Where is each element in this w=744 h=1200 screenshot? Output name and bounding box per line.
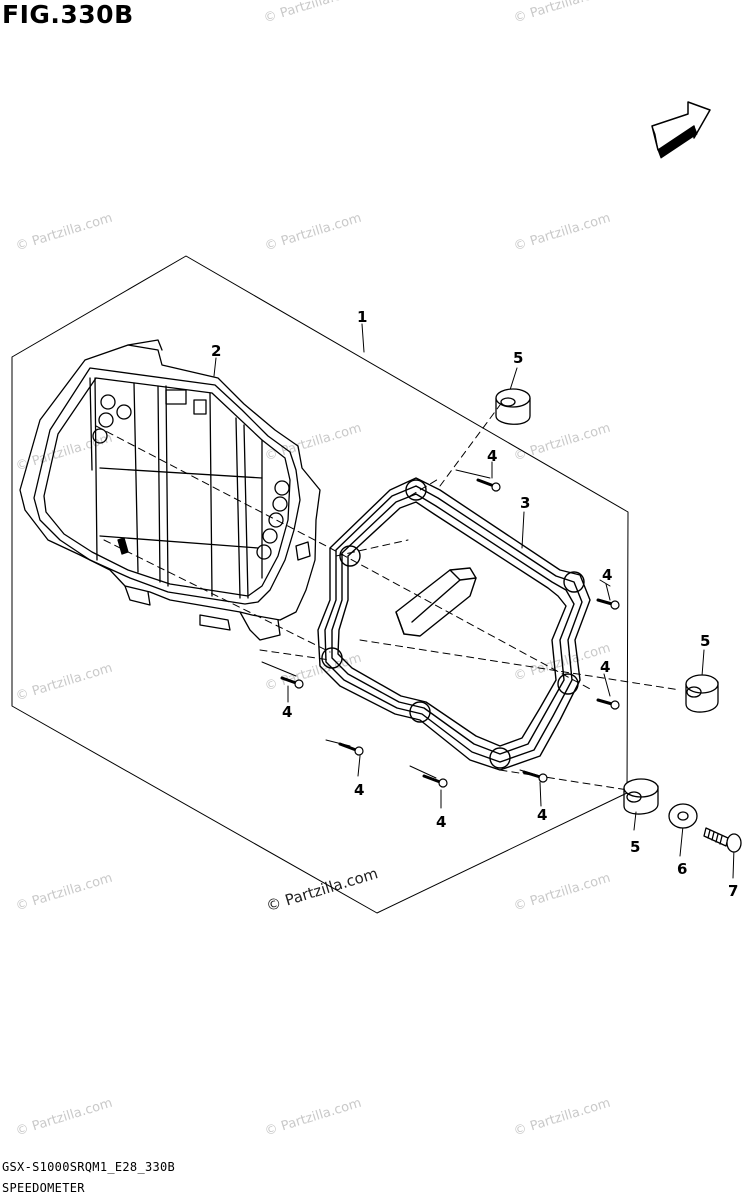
screw-icon (422, 774, 448, 788)
callout-label: 7 (728, 882, 738, 900)
screw-icon (703, 827, 742, 853)
callout-label: 4 (282, 703, 292, 721)
callout-label: 5 (630, 838, 640, 856)
screw-icon (338, 742, 364, 756)
reference-code: GSX-S1000SRQM1_E28_330B (2, 1160, 176, 1174)
washer-icon (668, 803, 698, 829)
screw-icon (280, 676, 304, 689)
fwd-arrow-icon (651, 101, 711, 159)
callout-label: 1 (357, 308, 367, 326)
meter-case (19, 339, 321, 641)
callout-label: 4 (487, 447, 497, 465)
callout-label: 6 (677, 860, 687, 878)
meter-cover (317, 477, 591, 771)
callout-label: 5 (513, 349, 523, 367)
cushion-icon (685, 674, 719, 713)
leader-lines (213, 323, 735, 879)
callout-label: 5 (700, 632, 710, 650)
screw-icon (596, 698, 620, 710)
callout-label: 3 (520, 494, 530, 512)
cushion-icon (495, 388, 531, 425)
callout-label: 4 (602, 566, 612, 584)
figure-title: FIG.330B (2, 0, 134, 29)
callout-label: 4 (537, 806, 547, 824)
screw-icon (522, 770, 548, 783)
cushion-icon (623, 778, 659, 815)
callout-label: 4 (354, 781, 364, 799)
callout-label: 4 (436, 813, 446, 831)
alignment-lines (95, 404, 681, 791)
figure-caption: SPEEDOMETER (2, 1181, 85, 1195)
callout-label: 2 (211, 342, 221, 360)
screw-icon (596, 598, 620, 610)
screw-icon (476, 478, 501, 492)
callout-label: 4 (600, 658, 610, 676)
assembly-outline (11, 255, 629, 914)
